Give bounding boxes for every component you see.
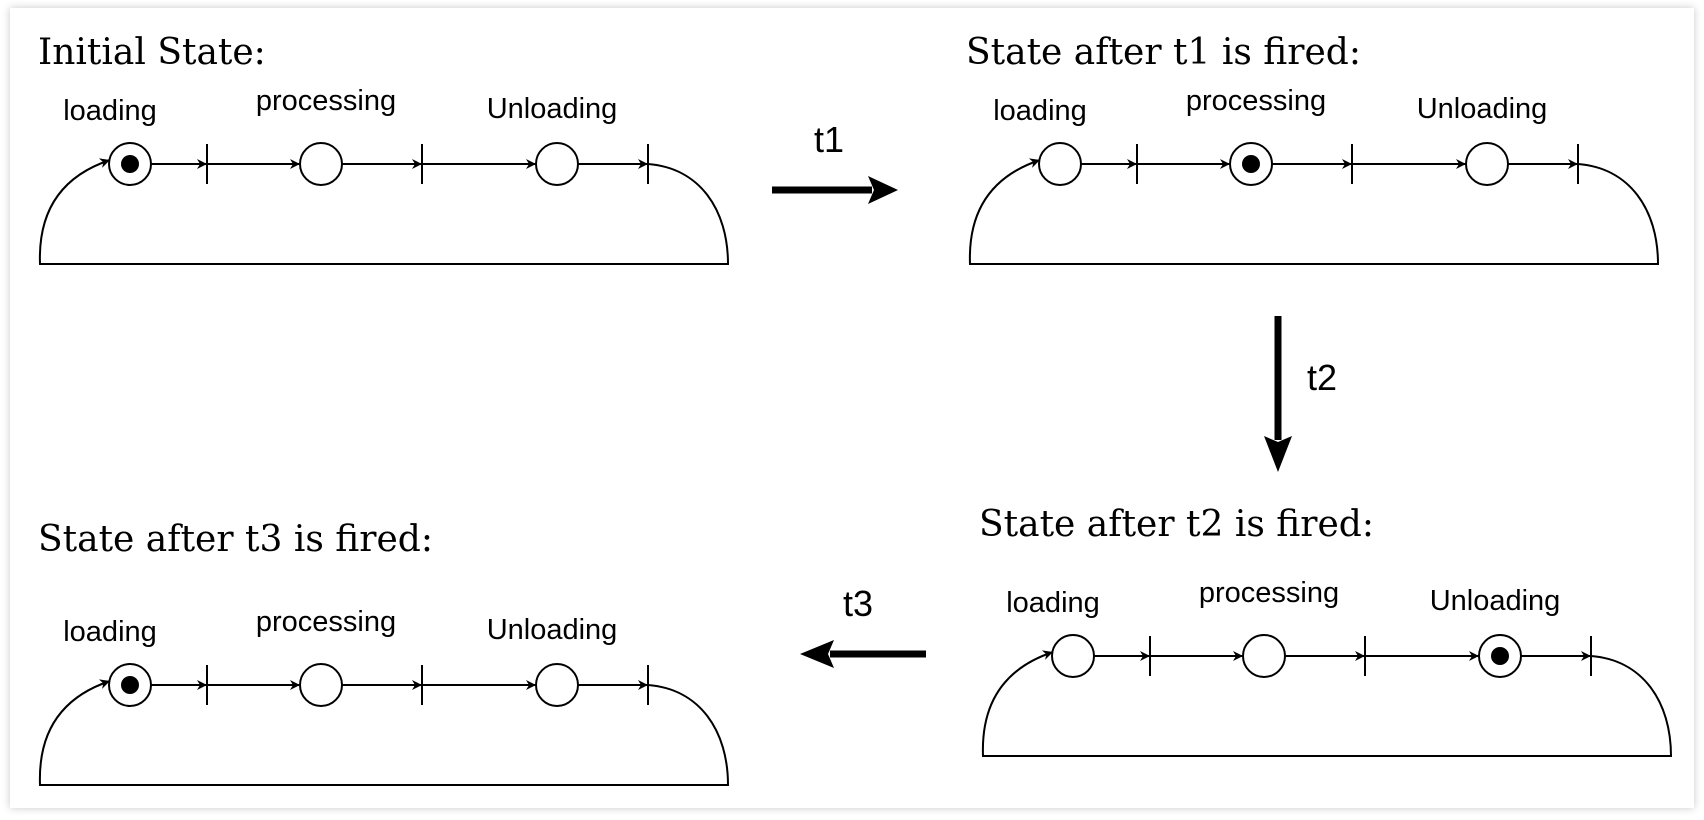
net-after-t1: State after t1 is fired: loading process… bbox=[966, 32, 1660, 265]
transition-arrow-t3: t3 bbox=[800, 583, 926, 668]
place-loading bbox=[1038, 142, 1082, 186]
transition-arrow-t2: t2 bbox=[1264, 316, 1337, 472]
transition-arrow-t1: t1 bbox=[772, 119, 898, 204]
transition-label-t3: t3 bbox=[843, 583, 873, 624]
place-label-processing: processing bbox=[1199, 577, 1339, 609]
token bbox=[1491, 647, 1509, 665]
place-processing bbox=[1242, 634, 1286, 678]
loop-arc bbox=[968, 158, 1660, 265]
arrow-left-icon bbox=[800, 640, 834, 668]
place-label-loading: loading bbox=[993, 95, 1087, 127]
token bbox=[121, 676, 139, 694]
place-label-loading: loading bbox=[63, 616, 157, 648]
token bbox=[121, 155, 139, 173]
state-title: State after t3 is fired: bbox=[38, 519, 433, 560]
place-unloading bbox=[535, 142, 579, 186]
transition-label-t1: t1 bbox=[814, 119, 844, 160]
loop-arc bbox=[981, 650, 1673, 757]
net-initial-state: Initial State: loading processing Unload… bbox=[38, 32, 730, 265]
token bbox=[1242, 155, 1260, 173]
place-label-processing: processing bbox=[1186, 85, 1326, 117]
arrow-right-icon bbox=[868, 176, 898, 204]
place-processing bbox=[299, 663, 343, 707]
net-after-t3: State after t3 is fired: loading process… bbox=[38, 519, 730, 786]
place-label-loading: loading bbox=[1006, 587, 1100, 619]
place-label-unloading: Unloading bbox=[1430, 585, 1561, 617]
place-unloading bbox=[1465, 142, 1509, 186]
transition-label-t2: t2 bbox=[1307, 357, 1337, 398]
net-after-t2: State after t2 is fired: loading process… bbox=[979, 504, 1673, 757]
state-title: Initial State: bbox=[38, 32, 266, 73]
state-title: State after t2 is fired: bbox=[979, 504, 1374, 545]
place-label-processing: processing bbox=[256, 85, 396, 117]
diagram-frame bbox=[10, 8, 1694, 808]
place-processing bbox=[299, 142, 343, 186]
place-loading bbox=[1051, 634, 1095, 678]
state-title: State after t1 is fired: bbox=[966, 32, 1361, 73]
loop-arc bbox=[38, 679, 730, 786]
place-label-processing: processing bbox=[256, 606, 396, 638]
arrow-down-icon bbox=[1264, 436, 1292, 472]
place-label-unloading: Unloading bbox=[487, 93, 618, 125]
place-label-unloading: Unloading bbox=[487, 614, 618, 646]
place-unloading bbox=[535, 663, 579, 707]
place-label-unloading: Unloading bbox=[1417, 93, 1548, 125]
loop-arc bbox=[38, 158, 730, 265]
place-label-loading: loading bbox=[63, 95, 157, 127]
